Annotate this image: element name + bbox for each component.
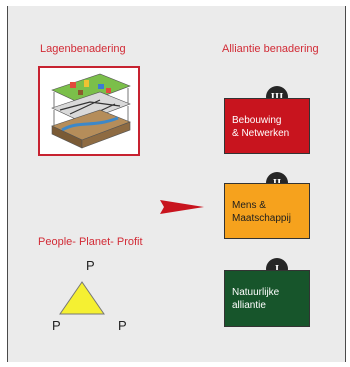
alliance-people-society-label: Mens & Maatschappij xyxy=(232,200,291,224)
diagram-canvas: Lagenbenadering Alliantie benadering I xyxy=(7,6,346,362)
planet-letter: P xyxy=(52,318,61,333)
profit-letter: P xyxy=(118,318,127,333)
alliance-approach-heading: Alliantie benadering xyxy=(222,43,319,55)
alliance-built-networks-label: Bebouwing & Netwerken xyxy=(232,115,290,139)
alliance-people-society: Mens & Maatschappij xyxy=(224,183,310,239)
people-letter: P xyxy=(86,258,95,273)
alliance-natural: Natuurlijke alliantie xyxy=(224,270,310,327)
layered-landscape-icon xyxy=(38,66,140,156)
alliance-built-networks: Bebouwing & Netwerken xyxy=(224,98,310,154)
alliance-natural-label: Natuurlijke alliantie xyxy=(232,287,280,311)
layer-approach-heading: Lagenbenadering xyxy=(40,43,126,55)
ppp-heading: People- Planet- Profit xyxy=(38,236,143,248)
ppp-triangle xyxy=(59,281,105,315)
arrow-right-icon xyxy=(160,200,204,214)
